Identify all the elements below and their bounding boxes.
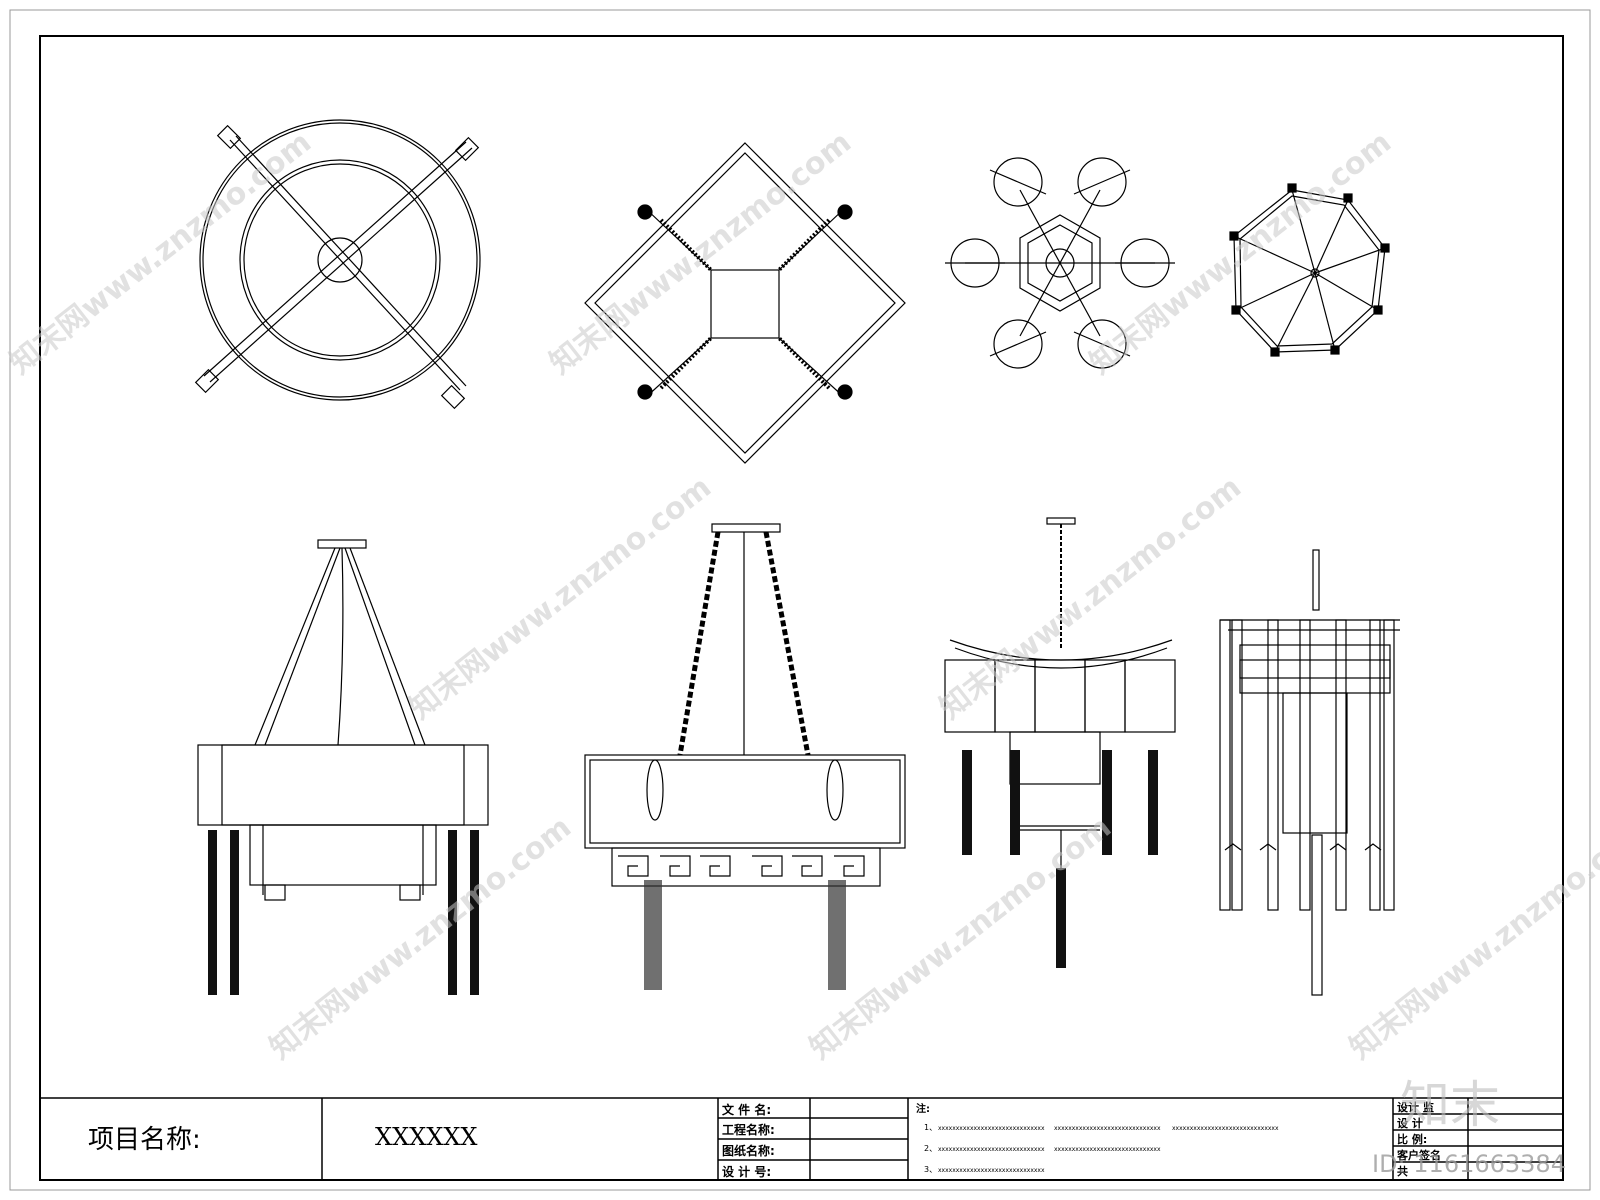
project-name-label: 项目名称: [88,1125,201,1155]
right-field-client-sign-label: 客户签名 [1396,1148,1441,1162]
note-1-number: 1、 [924,1123,937,1132]
plan-view-round-chandelier [194,119,481,410]
right-field-total-label: 共 [1397,1164,1408,1178]
watermark-text-3: 知末网www.znzmo.com [1083,125,1398,382]
right-field-designer-label: 设 计 [1397,1116,1423,1130]
watermark-logo: 知末 [1400,1076,1500,1134]
note-1-col-3: xxxxxxxxxxxxxxxxxxxxxxxxxxxxxx [1172,1125,1279,1132]
note-2-number: 2、 [924,1144,937,1153]
right-field-supervisor-label: 设计 监 [1397,1100,1434,1114]
elevation-view-square-chandelier [584,523,906,990]
elevation-view-round-chandelier [197,539,489,995]
elevation-view-octagon-chandelier [1219,549,1400,996]
elevation-view-hexagon-chandelier [944,517,1176,968]
title-block [40,1097,1563,1180]
project-name-value: XXXXXX [375,1123,478,1151]
note-2-col-2: xxxxxxxxxxxxxxxxxxxxxxxxxxxxxx [1054,1146,1161,1153]
watermark-text-8: 知末网www.znzmo.com [1343,810,1600,1067]
plan-view-octagon-chandelier [1229,183,1390,357]
right-field-scale-label: 比 例: [1397,1132,1427,1146]
watermark-text-1: 知末网www.znzmo.com [3,125,318,382]
plan-view-hexagon-chandelier [945,157,1175,369]
note-3-number: 3、 [924,1165,937,1174]
watermark-layer: 知末网www.znzmo.com 知末网www.znzmo.com 知末网www… [3,125,1600,1067]
notes-label: 注: [916,1102,930,1115]
note-1-col-2: xxxxxxxxxxxxxxxxxxxxxxxxxxxxxx [1054,1125,1161,1132]
field-drawing-name-label: 图纸名称: [722,1143,775,1158]
field-file-name-label: 文 件 名: [722,1102,771,1117]
watermark-text-4: 知末网www.znzmo.com [403,470,718,727]
watermark-text-6: 知末网www.znzmo.com [263,810,578,1067]
watermark-id: ID: 1161663384 [1372,1150,1566,1178]
outer-trim-line [9,9,1591,1191]
note-1-col-1: xxxxxxxxxxxxxxxxxxxxxxxxxxxxxx [938,1125,1045,1132]
plan-view-square-chandelier [584,142,906,464]
field-design-number-label: 设 计 号: [722,1164,771,1179]
drawing-frame [39,35,1564,1181]
note-2-col-1: xxxxxxxxxxxxxxxxxxxxxxxxxxxxxx [938,1146,1045,1153]
note-3-col-1: xxxxxxxxxxxxxxxxxxxxxxxxxxxxxx [938,1167,1045,1174]
field-project-label: 工程名称: [722,1122,775,1137]
watermark-text-5: 知末网www.znzmo.com [933,470,1248,727]
watermark-text-2: 知末网www.znzmo.com [543,125,858,382]
